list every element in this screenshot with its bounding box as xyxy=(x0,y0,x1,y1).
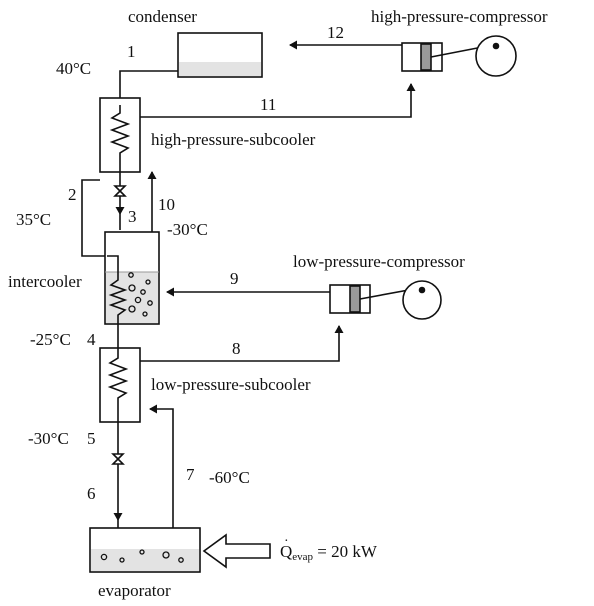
intercooler-liquid xyxy=(106,272,158,323)
intercooler-label: intercooler xyxy=(8,272,82,291)
state-point-8: 8 xyxy=(232,339,241,358)
heat-input-label: ·Qevap = 20 kW xyxy=(280,535,377,563)
condenser-liquid xyxy=(179,62,261,76)
low-subcooler-label: low-pressure-subcooler xyxy=(151,375,311,394)
heat-input-arrow xyxy=(202,533,271,569)
high-compressor-piston xyxy=(420,43,432,71)
expansion-valve-2 xyxy=(111,453,125,465)
state-point-12: 12 xyxy=(327,23,344,42)
state-point-3: 3 xyxy=(128,207,137,226)
lp-subcooler-coil xyxy=(107,348,129,422)
high-subcooler-label: high-pressure-subcooler xyxy=(151,130,316,149)
temperature-2: 35°C xyxy=(16,210,52,229)
expansion-valve-1 xyxy=(113,185,127,197)
lp-subcooler-box xyxy=(99,347,141,423)
temperature-10: -30°C xyxy=(167,220,208,239)
line-11 xyxy=(140,83,416,118)
low-compressor-label: low-pressure-compressor xyxy=(293,252,465,271)
state-point-2: 2 xyxy=(68,185,77,204)
state-point-6: 6 xyxy=(87,484,96,503)
evaporator-liquid xyxy=(91,549,199,571)
state-point-11: 11 xyxy=(260,95,277,114)
temperature-1: 40°C xyxy=(56,59,92,78)
evaporator-bubbles xyxy=(100,549,184,563)
dot-accent: · xyxy=(284,534,289,549)
line-2 xyxy=(81,179,107,257)
low-compressor-piston xyxy=(349,285,361,313)
temperature-5: -30°C xyxy=(28,429,69,448)
high-compressor-label: high-pressure-compressor xyxy=(371,7,548,26)
evaporator-label: evaporator xyxy=(98,581,171,600)
state-point-9: 9 xyxy=(230,269,239,288)
hp-subcooler-coil xyxy=(109,105,131,172)
low-compressor-flywheel xyxy=(402,280,442,320)
line-1 xyxy=(119,70,178,98)
state-point-5: 5 xyxy=(87,429,96,448)
line-8 xyxy=(140,325,344,362)
state-point-7: 7 xyxy=(186,465,195,484)
temperature-4: -25°C xyxy=(30,330,71,349)
heat-subscript: evap xyxy=(292,551,314,563)
state-point-10: 10 xyxy=(158,195,175,214)
heat-symbol: Q xyxy=(280,542,293,561)
heat-value: = 20 kW xyxy=(317,542,377,561)
intercooler-bubbles xyxy=(128,272,153,317)
high-compressor-flywheel xyxy=(475,35,517,77)
line-7 xyxy=(149,404,174,528)
state-point-1: 1 xyxy=(127,42,136,61)
intercooler-coil xyxy=(107,255,128,324)
temperature-7: -60°C xyxy=(209,468,250,487)
condenser-label: condenser xyxy=(128,7,197,26)
state-point-4: 4 xyxy=(87,330,96,349)
